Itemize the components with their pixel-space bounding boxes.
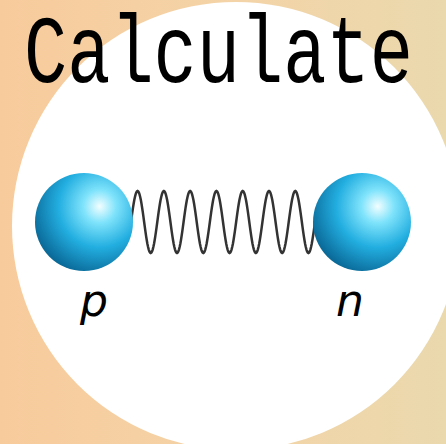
title: Calculate	[24, 8, 413, 105]
particle-label: n	[336, 279, 364, 323]
spring-connector	[131, 191, 315, 253]
white-disc	[12, 2, 446, 444]
particle-sphere: n	[313, 173, 411, 271]
particle-label: p	[80, 279, 108, 323]
particle-sphere: p	[35, 173, 133, 271]
